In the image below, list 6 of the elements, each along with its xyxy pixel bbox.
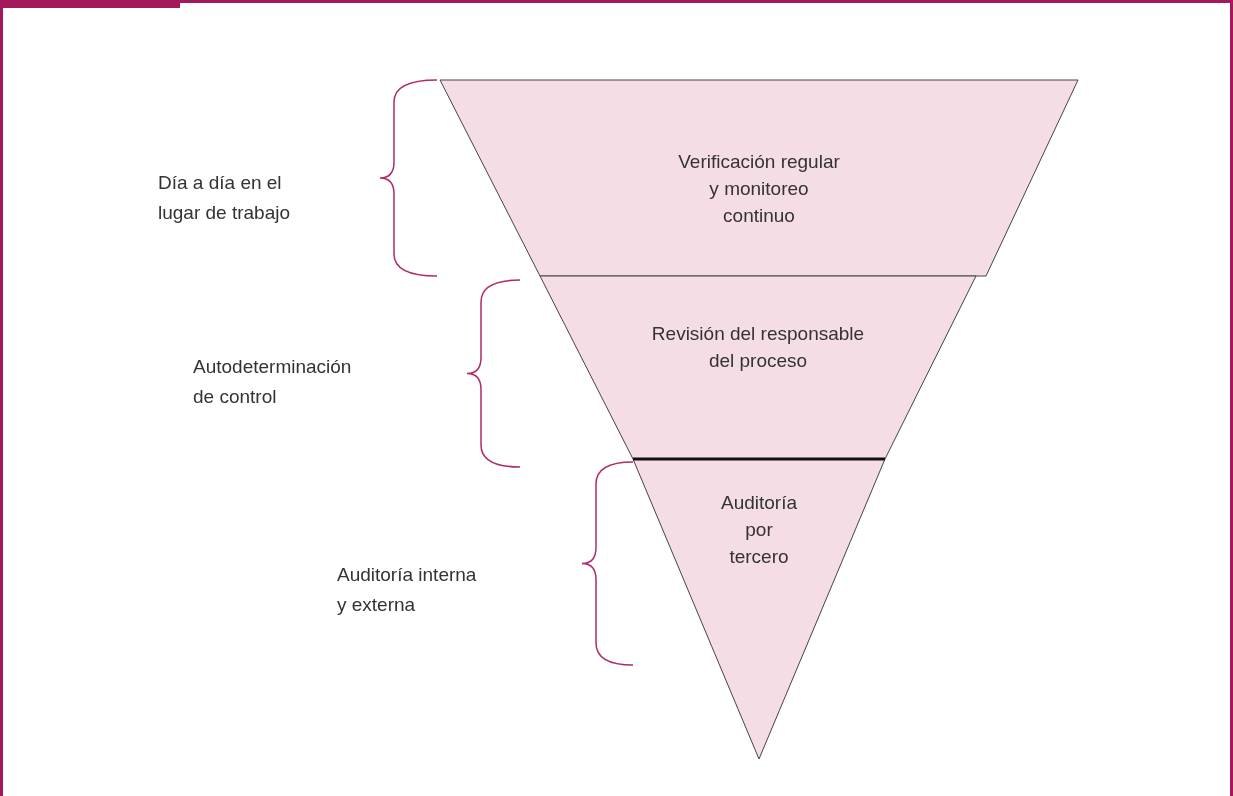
band-label: Auditoría por tercero <box>719 491 798 569</box>
band-label: Verificación regular y monitoreo continuo <box>677 150 841 228</box>
side-label: Autodeterminación de control <box>193 355 353 409</box>
band-label: Revisión del responsable del proceso <box>650 322 866 373</box>
side-label: Día a día en el lugar de trabajo <box>158 171 292 225</box>
side-label: Auditoría interna y externa <box>337 563 478 617</box>
